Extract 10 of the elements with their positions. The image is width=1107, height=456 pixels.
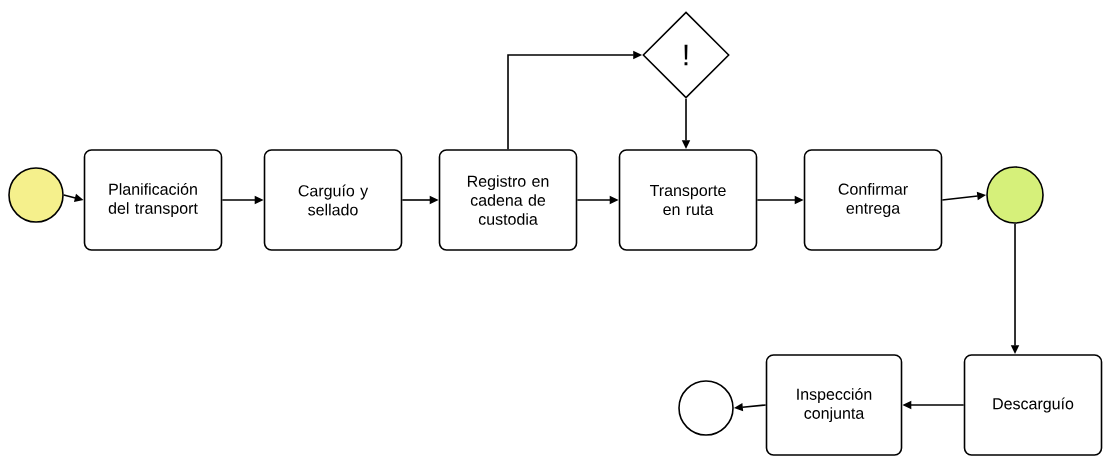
event-circle	[986, 166, 1044, 224]
task-box: Descarguío	[963, 354, 1103, 456]
task-box: Confirmar entrega	[803, 149, 943, 251]
task-box: Transporte en ruta	[618, 149, 758, 251]
task-box: Carguío y sellado	[263, 149, 403, 251]
event-circle	[678, 380, 734, 436]
task-box: Inspección conjunta	[765, 354, 903, 456]
task-box: Planificación del transport	[83, 149, 223, 251]
task-box: Registro en cadena de custodia	[438, 149, 578, 251]
event-circle	[8, 167, 64, 223]
